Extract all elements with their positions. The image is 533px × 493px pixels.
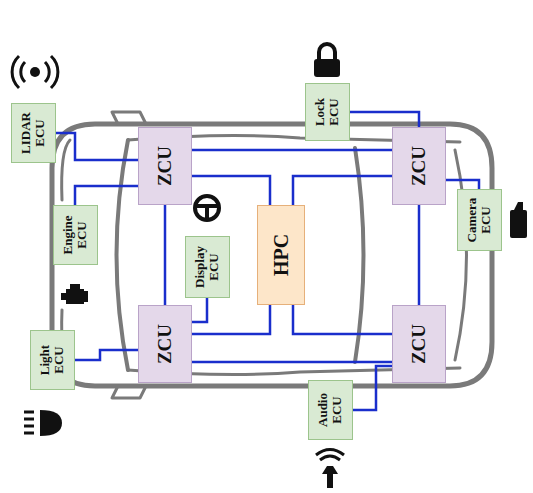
ecu-box: LIDAR ECU	[11, 103, 56, 163]
bus-connector	[353, 366, 393, 410]
ecu-box: Engine ECU	[53, 205, 98, 265]
bus-connector	[75, 350, 139, 360]
speaker-icon	[316, 450, 344, 489]
ecu-box: Camera ECU	[457, 189, 502, 251]
node-label: ZCU	[155, 136, 176, 196]
zone-controller-box: ZCU	[138, 305, 192, 383]
bus-connector	[293, 305, 392, 334]
bus-connector	[192, 361, 392, 364]
engine-icon	[61, 284, 88, 304]
node-label: Light ECU	[38, 335, 67, 385]
node-label: Lock ECU	[313, 87, 342, 137]
bus-connector	[192, 305, 270, 334]
bus-connector	[192, 298, 207, 322]
hpc-box: HPC	[257, 205, 305, 305]
bus-connector	[293, 176, 392, 205]
headlight-icon	[24, 410, 62, 436]
bus-connector	[192, 149, 392, 152]
zone-controller-box: ZCU	[392, 127, 446, 205]
bus-connector	[446, 180, 479, 189]
steering-wheel-icon	[195, 196, 219, 220]
bus-connector	[75, 186, 138, 205]
node-label: ZCU	[409, 136, 430, 196]
ecu-box: Light ECU	[30, 330, 75, 390]
bus-connector	[56, 133, 139, 160]
node-label: Camera ECU	[465, 193, 494, 247]
lock-icon	[314, 44, 340, 77]
node-label: Engine ECU	[61, 210, 90, 260]
camera-icon	[510, 202, 527, 238]
zone-controller-box: ZCU	[392, 305, 446, 383]
node-label: LIDAR ECU	[19, 108, 48, 158]
bus-connector	[192, 176, 270, 205]
node-label: Audio ECU	[316, 385, 345, 435]
bus-connector	[350, 112, 420, 127]
ecu-box: Audio ECU	[308, 380, 353, 440]
node-label: HPC	[270, 215, 292, 295]
node-label: ZCU	[409, 314, 430, 374]
lidar-icon	[12, 56, 58, 88]
bus-connector	[164, 205, 167, 305]
node-label: ZCU	[155, 314, 176, 374]
node-label: Display ECU	[193, 240, 222, 294]
ecu-box: Lock ECU	[305, 83, 350, 141]
bus-connector	[418, 205, 421, 305]
car-outline	[52, 112, 492, 398]
zone-controller-box: ZCU	[138, 127, 192, 205]
ecu-box: Display ECU	[185, 236, 230, 298]
